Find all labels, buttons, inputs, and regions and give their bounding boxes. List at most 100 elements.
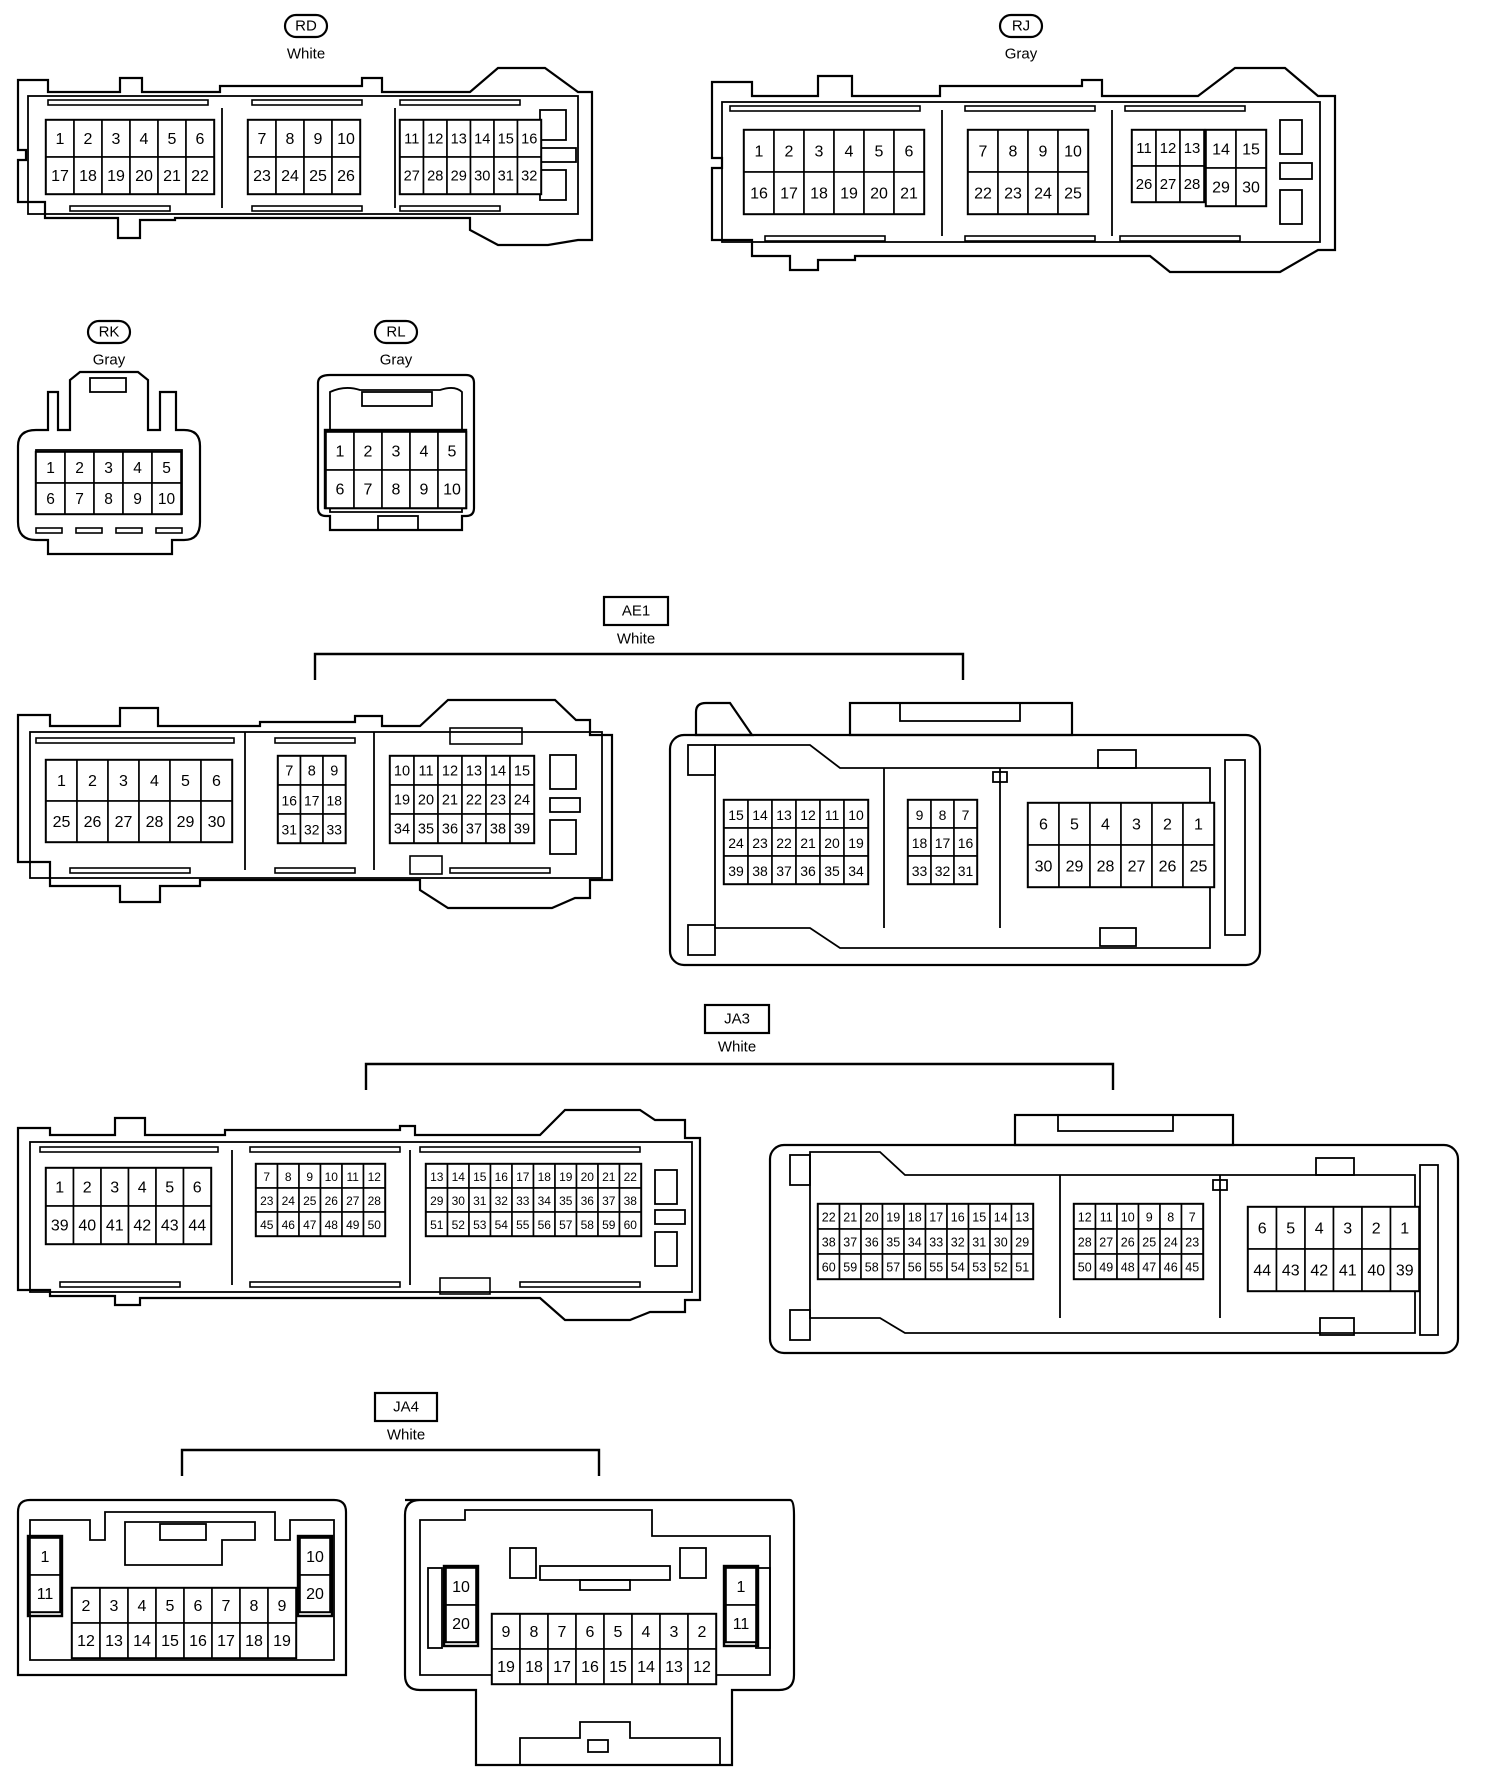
pin-number: 39 xyxy=(514,822,530,838)
pin-cell xyxy=(519,1613,549,1650)
connector-rj-housing xyxy=(710,66,1337,274)
pin-number: 22 xyxy=(974,186,992,203)
pin-number: 21 xyxy=(900,186,918,203)
pin-number: 26 xyxy=(84,814,102,831)
pin-number: 50 xyxy=(1078,1261,1092,1275)
pin-cell xyxy=(1151,844,1184,888)
pin-number: 59 xyxy=(602,1218,616,1232)
pin-number: 31 xyxy=(473,1194,487,1208)
pin-number: 10 xyxy=(325,1170,339,1184)
pin-number: 8 xyxy=(392,482,401,499)
pin-cell xyxy=(893,171,925,215)
pin-number: 22 xyxy=(466,793,482,809)
pin-number: 3 xyxy=(670,1624,679,1641)
pin-number: 20 xyxy=(135,168,153,185)
pin-number: 8 xyxy=(250,1598,259,1615)
pin-number: 37 xyxy=(843,1236,857,1250)
pin-number: 51 xyxy=(430,1218,444,1232)
pin-number: 35 xyxy=(559,1194,573,1208)
pin-cell xyxy=(1205,167,1237,207)
pin-number: 60 xyxy=(822,1261,836,1275)
pin-cell xyxy=(64,451,95,484)
pin-number: 9 xyxy=(330,764,338,780)
pin-cell xyxy=(303,156,333,195)
pin-number: 21 xyxy=(843,1211,857,1225)
pin-number: 12 xyxy=(1078,1211,1092,1225)
pin-cell xyxy=(843,799,869,829)
pin-number: 21 xyxy=(800,835,816,851)
connector-ae1-header: AE1 White xyxy=(313,595,965,680)
pin-number: 32 xyxy=(521,169,537,185)
pin-number: 33 xyxy=(327,822,343,838)
pin-number: 7 xyxy=(1189,1211,1196,1225)
pin-cell xyxy=(73,119,103,158)
pin-cell xyxy=(155,1205,185,1245)
pin-number: 15 xyxy=(609,1659,627,1676)
pin-number: 55 xyxy=(516,1218,530,1232)
pin-number: 36 xyxy=(800,863,816,879)
pin-number: 4 xyxy=(420,444,429,461)
pin-cell xyxy=(491,1613,521,1650)
pin-cell xyxy=(151,482,182,515)
pin-number: 30 xyxy=(1242,180,1260,197)
pin-cell xyxy=(725,1567,757,1606)
pin-number: 4 xyxy=(845,144,854,161)
pin-cell xyxy=(953,855,978,885)
pin-number: 28 xyxy=(1097,859,1115,876)
pin-number: 23 xyxy=(1185,1236,1199,1250)
pin-number: 56 xyxy=(908,1261,922,1275)
pin-cell xyxy=(1179,129,1205,167)
pin-number: 49 xyxy=(1099,1261,1113,1275)
pin-number: 17 xyxy=(935,835,951,851)
pin-number: 10 xyxy=(452,1579,470,1596)
pin-number: 10 xyxy=(158,491,176,508)
pin-number: 5 xyxy=(168,131,177,148)
pin-number: 41 xyxy=(106,1218,124,1235)
pin-number: 7 xyxy=(558,1624,567,1641)
pin-cell xyxy=(461,813,487,844)
pin-cell xyxy=(101,119,131,158)
pin-cell xyxy=(863,171,895,215)
pin-number: 38 xyxy=(490,822,506,838)
pin-number: 9 xyxy=(1146,1211,1153,1225)
pin-number: 25 xyxy=(303,1194,317,1208)
pin-number: 16 xyxy=(750,186,768,203)
pin-cell xyxy=(833,129,865,173)
pin-cell xyxy=(101,156,131,195)
pin-number: 32 xyxy=(935,863,951,879)
pin-cell xyxy=(211,1622,241,1659)
pin-cell xyxy=(771,827,797,857)
pin-number: 24 xyxy=(281,168,299,185)
pin-number: 34 xyxy=(394,822,410,838)
pin-number: 32 xyxy=(951,1236,965,1250)
pin-number: 24 xyxy=(1034,186,1052,203)
pin-number: 45 xyxy=(1185,1261,1199,1275)
pin-cell xyxy=(76,759,109,802)
pin-number: 2 xyxy=(88,773,97,790)
connector-rl-id: RL xyxy=(386,324,405,341)
pin-number: 3 xyxy=(1132,817,1141,834)
pin-number: 22 xyxy=(191,168,209,185)
pin-number: 60 xyxy=(624,1218,638,1232)
pin-number: 14 xyxy=(994,1211,1008,1225)
pin-cell xyxy=(353,469,383,509)
pin-cell xyxy=(331,156,361,195)
pin-cell xyxy=(771,855,797,885)
pin-cell xyxy=(183,1622,213,1659)
pin-number: 1 xyxy=(56,131,65,148)
pin-number: 31 xyxy=(972,1236,986,1250)
pin-number: 17 xyxy=(304,793,320,809)
pin-number: 14 xyxy=(490,764,506,780)
pin-number: 30 xyxy=(994,1236,1008,1250)
pin-number: 35 xyxy=(418,822,434,838)
pin-cell xyxy=(509,813,535,844)
pin-cell xyxy=(267,1587,297,1624)
pin-cell xyxy=(618,1211,642,1237)
pin-number: 15 xyxy=(972,1211,986,1225)
pin-cell xyxy=(182,1205,212,1245)
pin-number: 13 xyxy=(1015,1211,1029,1225)
pin-number: 31 xyxy=(498,169,514,185)
pin-number: 50 xyxy=(368,1218,382,1232)
pin-cell xyxy=(157,119,187,158)
pin-cell xyxy=(275,119,305,158)
